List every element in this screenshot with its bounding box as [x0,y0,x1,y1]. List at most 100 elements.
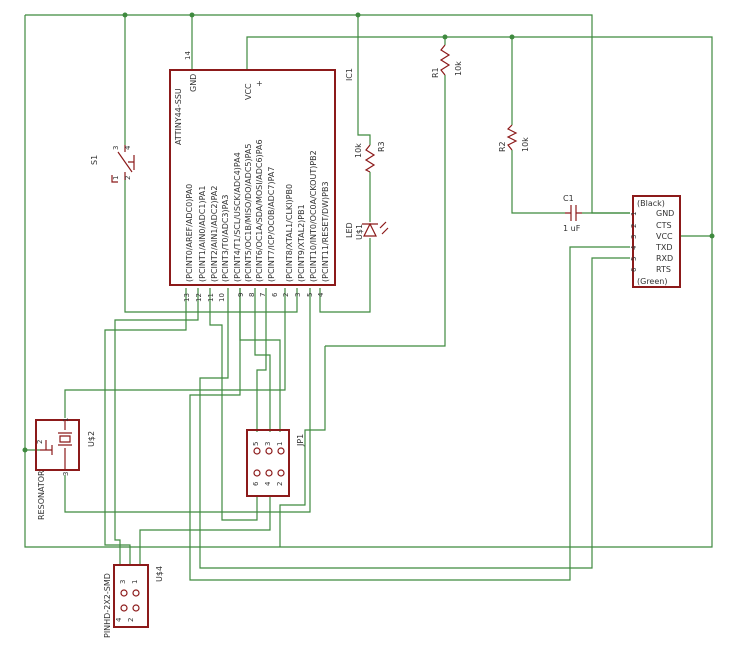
junction-dot [442,34,448,40]
ic1-pin-number: 4 [317,292,325,297]
wire-s1-down [124,180,298,313]
resonator-body [35,419,80,471]
r2-value: 10k [521,137,530,152]
ic1-pin-label: (PCINT8/XTAL1/CLKI)PB0 [285,184,294,282]
c1-capacitor: C1 1 uF [563,194,582,233]
junction-dot [709,233,715,239]
ic1-pin-number: 13 [183,293,191,302]
wires [24,14,713,581]
ftdi-pin-label: GND [656,209,674,218]
resonator-ref: U$2 [87,431,96,447]
wire-jp1-mosi [256,288,267,432]
junction-dot [355,12,361,18]
r3-ref: R3 [377,141,386,152]
ic1-pin-label: (PCINT1/AIN0/ADC1)PA1 [198,186,207,282]
led: LED U$1 [345,221,389,240]
ftdi-pin-number: 3 [630,235,638,239]
ic1-pin-number: 12 [195,293,203,302]
ftdi-pin-number: 1 [630,212,638,216]
ftdi-pin-number: 6 [630,267,638,272]
resonator-value: RESONATOR [37,470,46,520]
wire-xtal1 [64,288,286,418]
ic1-ref: IC1 [345,68,354,81]
s1-symbol [111,145,135,183]
ftdi-pin-number: 2 [630,224,638,228]
wire-xtal2 [64,288,311,513]
jp1-pin-number: 2 [276,482,284,486]
ic1-pin-number: 11 [207,293,215,302]
ftdi-top-label: (Black) [637,199,665,208]
ic1-pin-label: (PCINT10/INT0/OC0A/CKOUT)PB2 [309,150,318,282]
ic1-pin-number: 6 [271,292,279,297]
junction-dot [189,12,195,18]
ic1-pin-label: (PCINT3/T0/ADC3)PA3 [221,194,230,282]
ic1-pin-numbers: 13 12 11 10 9 8 7 6 2 3 5 4 [183,292,325,302]
ic1-pin-number: 2 [282,293,290,297]
ftdi-pin-number: 5 [630,257,638,261]
ic1-vcc-label: VCC [244,83,253,100]
s1-pin: 4 [124,145,132,150]
u4-header: U$4 PINHD-2X2-SMD 3 1 4 2 [103,564,164,638]
resonator-symbol [40,420,72,470]
ic1-pin-label: (PCINT0/AREF/ADC0)PA0 [185,184,194,282]
resonator: U$2 RESONATOR 1 2 3 [35,418,96,520]
wire-ftdi-rxd [199,257,630,569]
jp1-pin-number: 5 [252,442,260,446]
u4-ref: U$4 [155,566,164,582]
jp1-pin [253,447,261,455]
ftdi-pin-label: RTS [656,265,671,274]
ftdi-pin-label: VCC [656,232,673,241]
junction-dot [509,34,515,40]
ftdi-body [632,195,681,288]
ic1-pin-number: 9 [237,293,245,297]
ic1-pin14: 14 [184,51,192,60]
s1-switch: S1 1 2 3 4 [90,145,135,183]
resonator-pin: 3 [62,472,70,476]
ic1-right-pin-labels: (PCINT8/XTAL1/CLKI)PB0 (PCINT9/XTAL2)PB1… [285,150,330,282]
s1-ref: S1 [90,155,99,165]
r1-zigzag [439,44,451,76]
r1-value: 10k [454,61,463,76]
ic1-pin-label: (PCINT9/XTAL2)PB1 [297,204,306,282]
led-rays [379,221,389,235]
u4-pin [132,589,140,597]
u4-pin-number: 1 [131,580,139,584]
u4-pin [132,604,140,612]
u4-pin-number: 2 [127,618,135,622]
ic1-pin-label: (PCINT7/ICP/OC0B/ADC7)PA7 [267,167,276,282]
wire-u4-b [104,288,187,565]
r1-ref: R1 [431,67,440,78]
led-symbol [362,222,378,237]
resonator-pin: 1 [62,418,70,422]
led-value: LED [345,222,354,238]
wire-ftdi-txd [189,246,630,581]
ic1-pin-label: (PCINT11/RESET/DW)PB3 [321,181,330,282]
c1-value: 1 uF [563,224,581,233]
wire-vcc-rail [246,36,713,237]
jp1-pin [265,447,273,455]
ftdi-bottom-label: (Green) [637,277,667,286]
r3-value: 10k [354,143,363,158]
jp1-pin-number: 4 [264,481,272,486]
wire-left-outer [24,15,713,548]
u4-pin-number: 3 [119,580,127,584]
wire-r3-top [357,15,371,145]
ic1-left-pin-labels: (PCINT0/AREF/ADC0)PA0 (PCINT1/AIN0/ADC1)… [185,139,276,282]
c1-plates [565,205,582,221]
u4-value: PINHD-2X2-SMD [103,573,112,638]
wire-r1-down [325,75,446,347]
ic1: IC1 ATTINY44-SSU GND VCC + 14 (PCINT0/AR… [169,51,354,302]
jp1-pin [265,469,273,477]
ic1-pin-label: (PCINT4/T1/SCL/USCK/ADC4)PA4 [233,152,242,282]
ic1-pin-number: 5 [306,293,314,297]
resonator-pin: 2 [36,440,44,444]
ftdi-pin-label: CTS [656,221,672,230]
jp1-pin-number: 6 [252,481,260,486]
u4-pin [120,589,128,597]
led-ref: U$1 [355,224,364,240]
wire-r2-c1 [511,150,565,214]
ftdi-pin-label: TXD [655,243,673,252]
jp1-body [246,429,290,497]
r3-zigzag [364,144,376,173]
